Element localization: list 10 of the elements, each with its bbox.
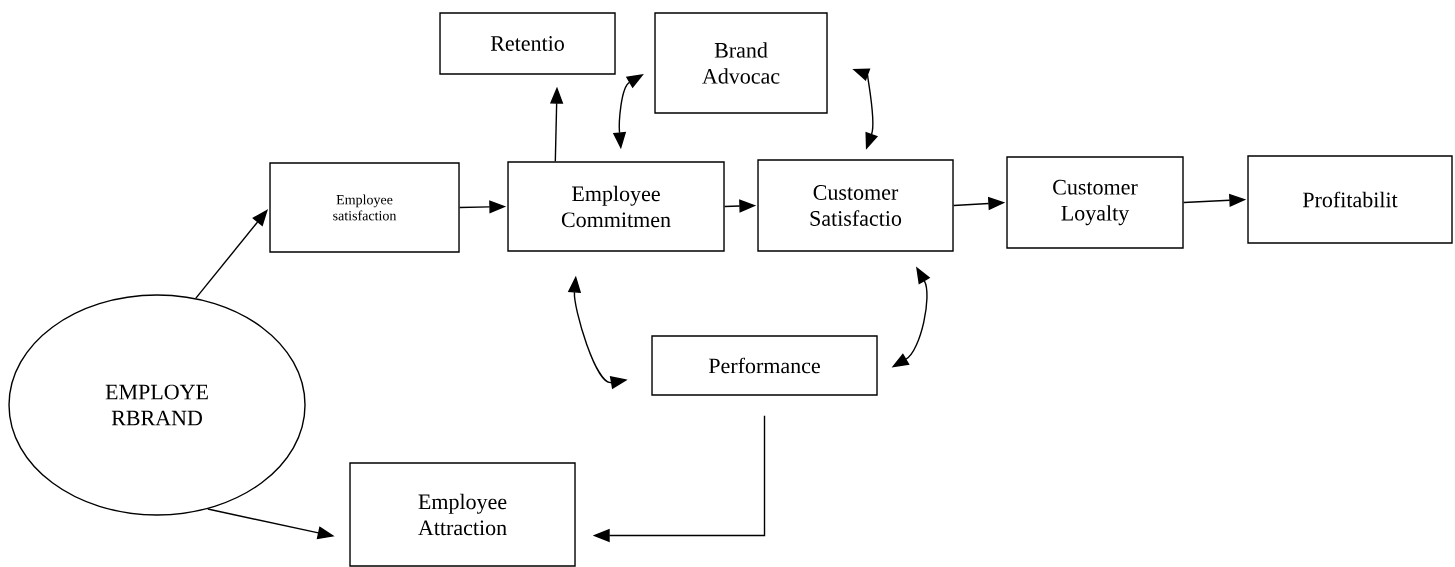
- box: Customer Loyalty: [1006, 156, 1184, 249]
- box: Employee satisfaction: [269, 162, 460, 253]
- box: Customer Satisfactio: [757, 159, 954, 252]
- box: Employee Commitmen: [507, 161, 725, 252]
- box: Employee Attraction: [349, 462, 576, 567]
- box: Performance: [651, 335, 878, 396]
- oval: EMPLOYE RBRAND: [8, 294, 306, 516]
- box: Profitabilit: [1247, 155, 1453, 244]
- box: Brand Advocac: [654, 12, 828, 114]
- box: Retentio: [439, 12, 616, 75]
